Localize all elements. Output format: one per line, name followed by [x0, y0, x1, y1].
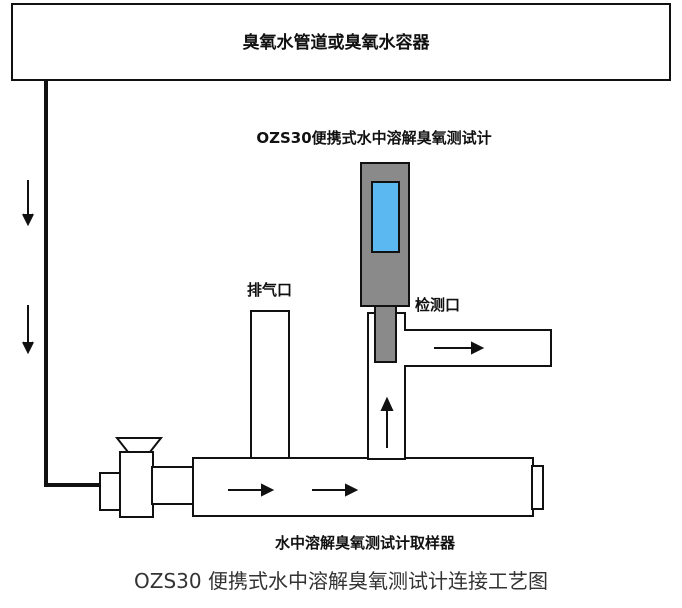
sampler-tube	[192, 457, 534, 517]
ozone-water-container-box	[11, 3, 671, 81]
ozone-meter-screen	[371, 181, 400, 253]
ozone-meter-probe	[374, 305, 397, 363]
meter-label: OZS30便携式水中溶解臭氧测试计	[256, 129, 491, 147]
funnel-valve-icon	[114, 437, 164, 453]
sampler-label: 水中溶解臭氧测试计取样器	[275, 534, 456, 552]
flow-arrow-icon	[22, 305, 34, 355]
vent-pipe	[250, 310, 290, 459]
flow-arrow-icon	[312, 483, 359, 497]
detection-port-label: 检测口	[415, 296, 460, 314]
flow-arrow-icon	[380, 396, 394, 448]
container-label: 臭氧水管道或臭氧水容器	[243, 32, 431, 53]
diagram-caption: OZS30 便携式水中溶解臭氧测试计连接工艺图	[134, 569, 548, 593]
flow-arrow-icon	[228, 483, 275, 497]
vent-label: 排气口	[247, 281, 292, 299]
inlet-coupling	[99, 472, 123, 511]
flow-arrow-icon	[434, 341, 485, 355]
feed-pipe	[44, 80, 100, 487]
flow-arrow-icon	[22, 180, 34, 227]
sampler-end-cap	[531, 465, 544, 510]
inlet-valve-body	[119, 451, 154, 518]
inlet-valve-outlet	[151, 466, 195, 505]
